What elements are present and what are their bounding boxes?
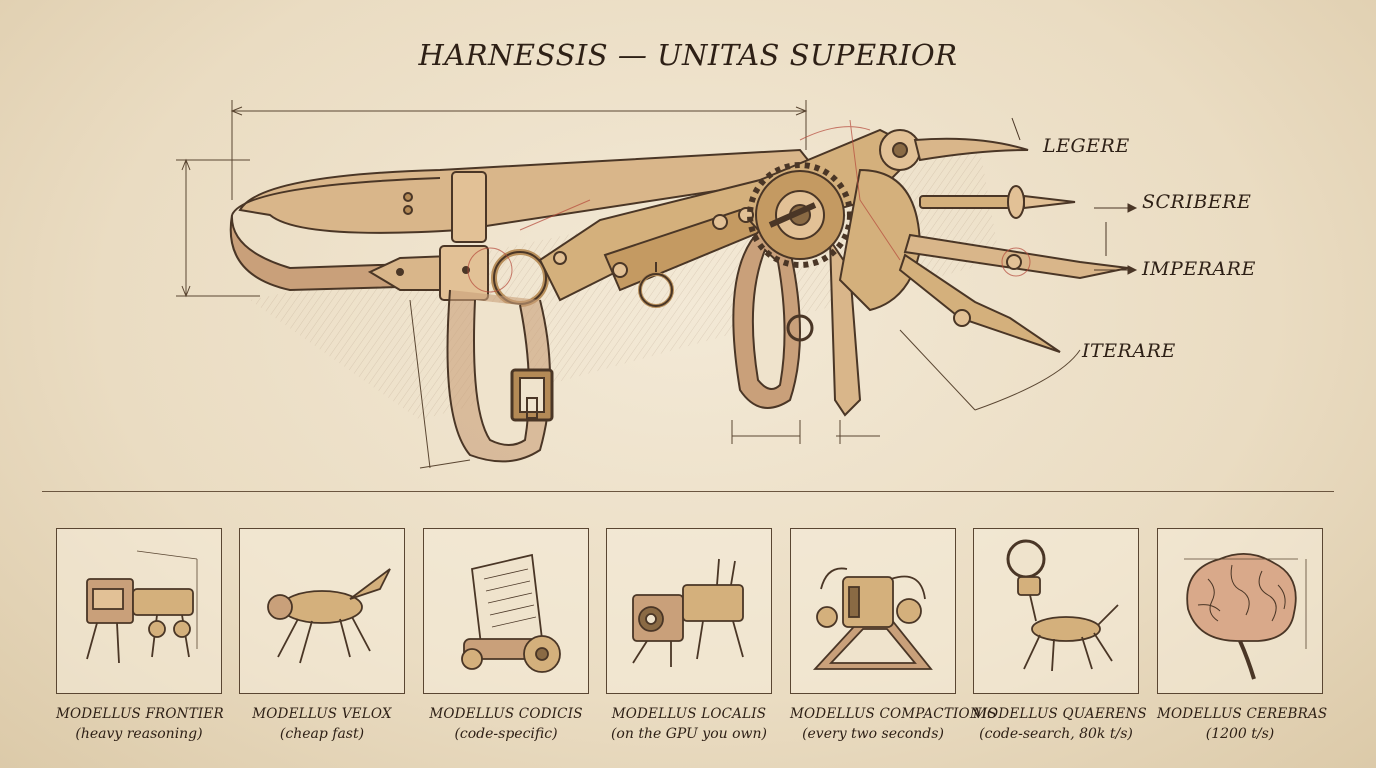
module-frame [973,528,1139,694]
module-name: MODELLUS VELOX [252,706,392,722]
gear-assembly [747,162,853,268]
module-desc: (code-specific) [454,726,558,742]
dimension-lines [176,100,1081,469]
module-codicis: MODELLUS CODICIS (code-specific) [423,528,589,744]
module-cerebras: MODELLUS CEREBRAS (1200 t/s) [1157,528,1328,744]
magnifier-head-robot-icon [1006,539,1119,672]
camera-box-robot-icon [632,558,744,667]
module-frontier: MODELLUS FRONTIER (heavy reasoning) [56,528,224,744]
module-name: MODELLUS FRONTIER [56,706,224,722]
module-desc: (heavy reasoning) [75,726,203,742]
section-divider [42,491,1334,492]
compactor-press-icon [812,567,933,670]
verb-legere: LEGERE [1043,135,1130,157]
module-compactionis: MODELLUS COMPACTIONIS (every two seconds) [790,528,997,744]
scroll-on-wheels-icon [461,553,561,673]
module-desc: (on the GPU you own) [610,726,768,742]
module-frame [423,528,589,694]
module-desc: (every two seconds) [802,726,944,742]
verb-pointers [1011,117,1138,275]
left-leg-loop [446,249,554,463]
module-quaerens: MODELLUS QUAERENS (code-search, 80k t/s) [973,528,1147,744]
tool-hub [838,129,922,312]
module-desc: (1200 t/s) [1205,726,1275,742]
page-title: HARNESSIS — UNITAS SUPERIOR [418,38,958,72]
module-frame [1157,528,1323,694]
boxy-quadruped-robot-icon [86,550,198,664]
verb-imperare: IMPERARE [1142,258,1256,280]
module-desc: (code-search, 80k t/s) [979,726,1133,742]
module-name: MODELLUS CODICIS [429,706,583,722]
module-velox: MODELLUS VELOX (cheap fast) [239,528,405,744]
module-name: MODELLUS QUAERENS [973,706,1147,722]
verb-scribere: SCRIBERE [1142,191,1252,213]
module-frame [790,528,956,694]
module-name: MODELLUS COMPACTIONIS [790,706,997,722]
module-frame [606,528,772,694]
brain-icon [1184,553,1307,680]
harness-illustration [176,100,1138,469]
red-construction-lines [467,119,1031,293]
pen-tool [919,195,1011,209]
module-frame [239,528,405,694]
right-leg-loop [732,228,862,417]
claw-tool [913,137,1029,162]
module-name: MODELLUS LOCALIS [611,706,767,722]
verb-iterare: ITERARE [1082,340,1176,362]
tool-arms [898,137,1129,353]
module-localis: MODELLUS LOCALIS (on the GPU you own) [606,528,772,744]
module-desc: (cheap fast) [279,726,365,742]
module-frame [56,528,222,694]
module-name: MODELLUS CEREBRAS [1157,706,1328,722]
sleek-running-robot-icon [267,568,391,664]
